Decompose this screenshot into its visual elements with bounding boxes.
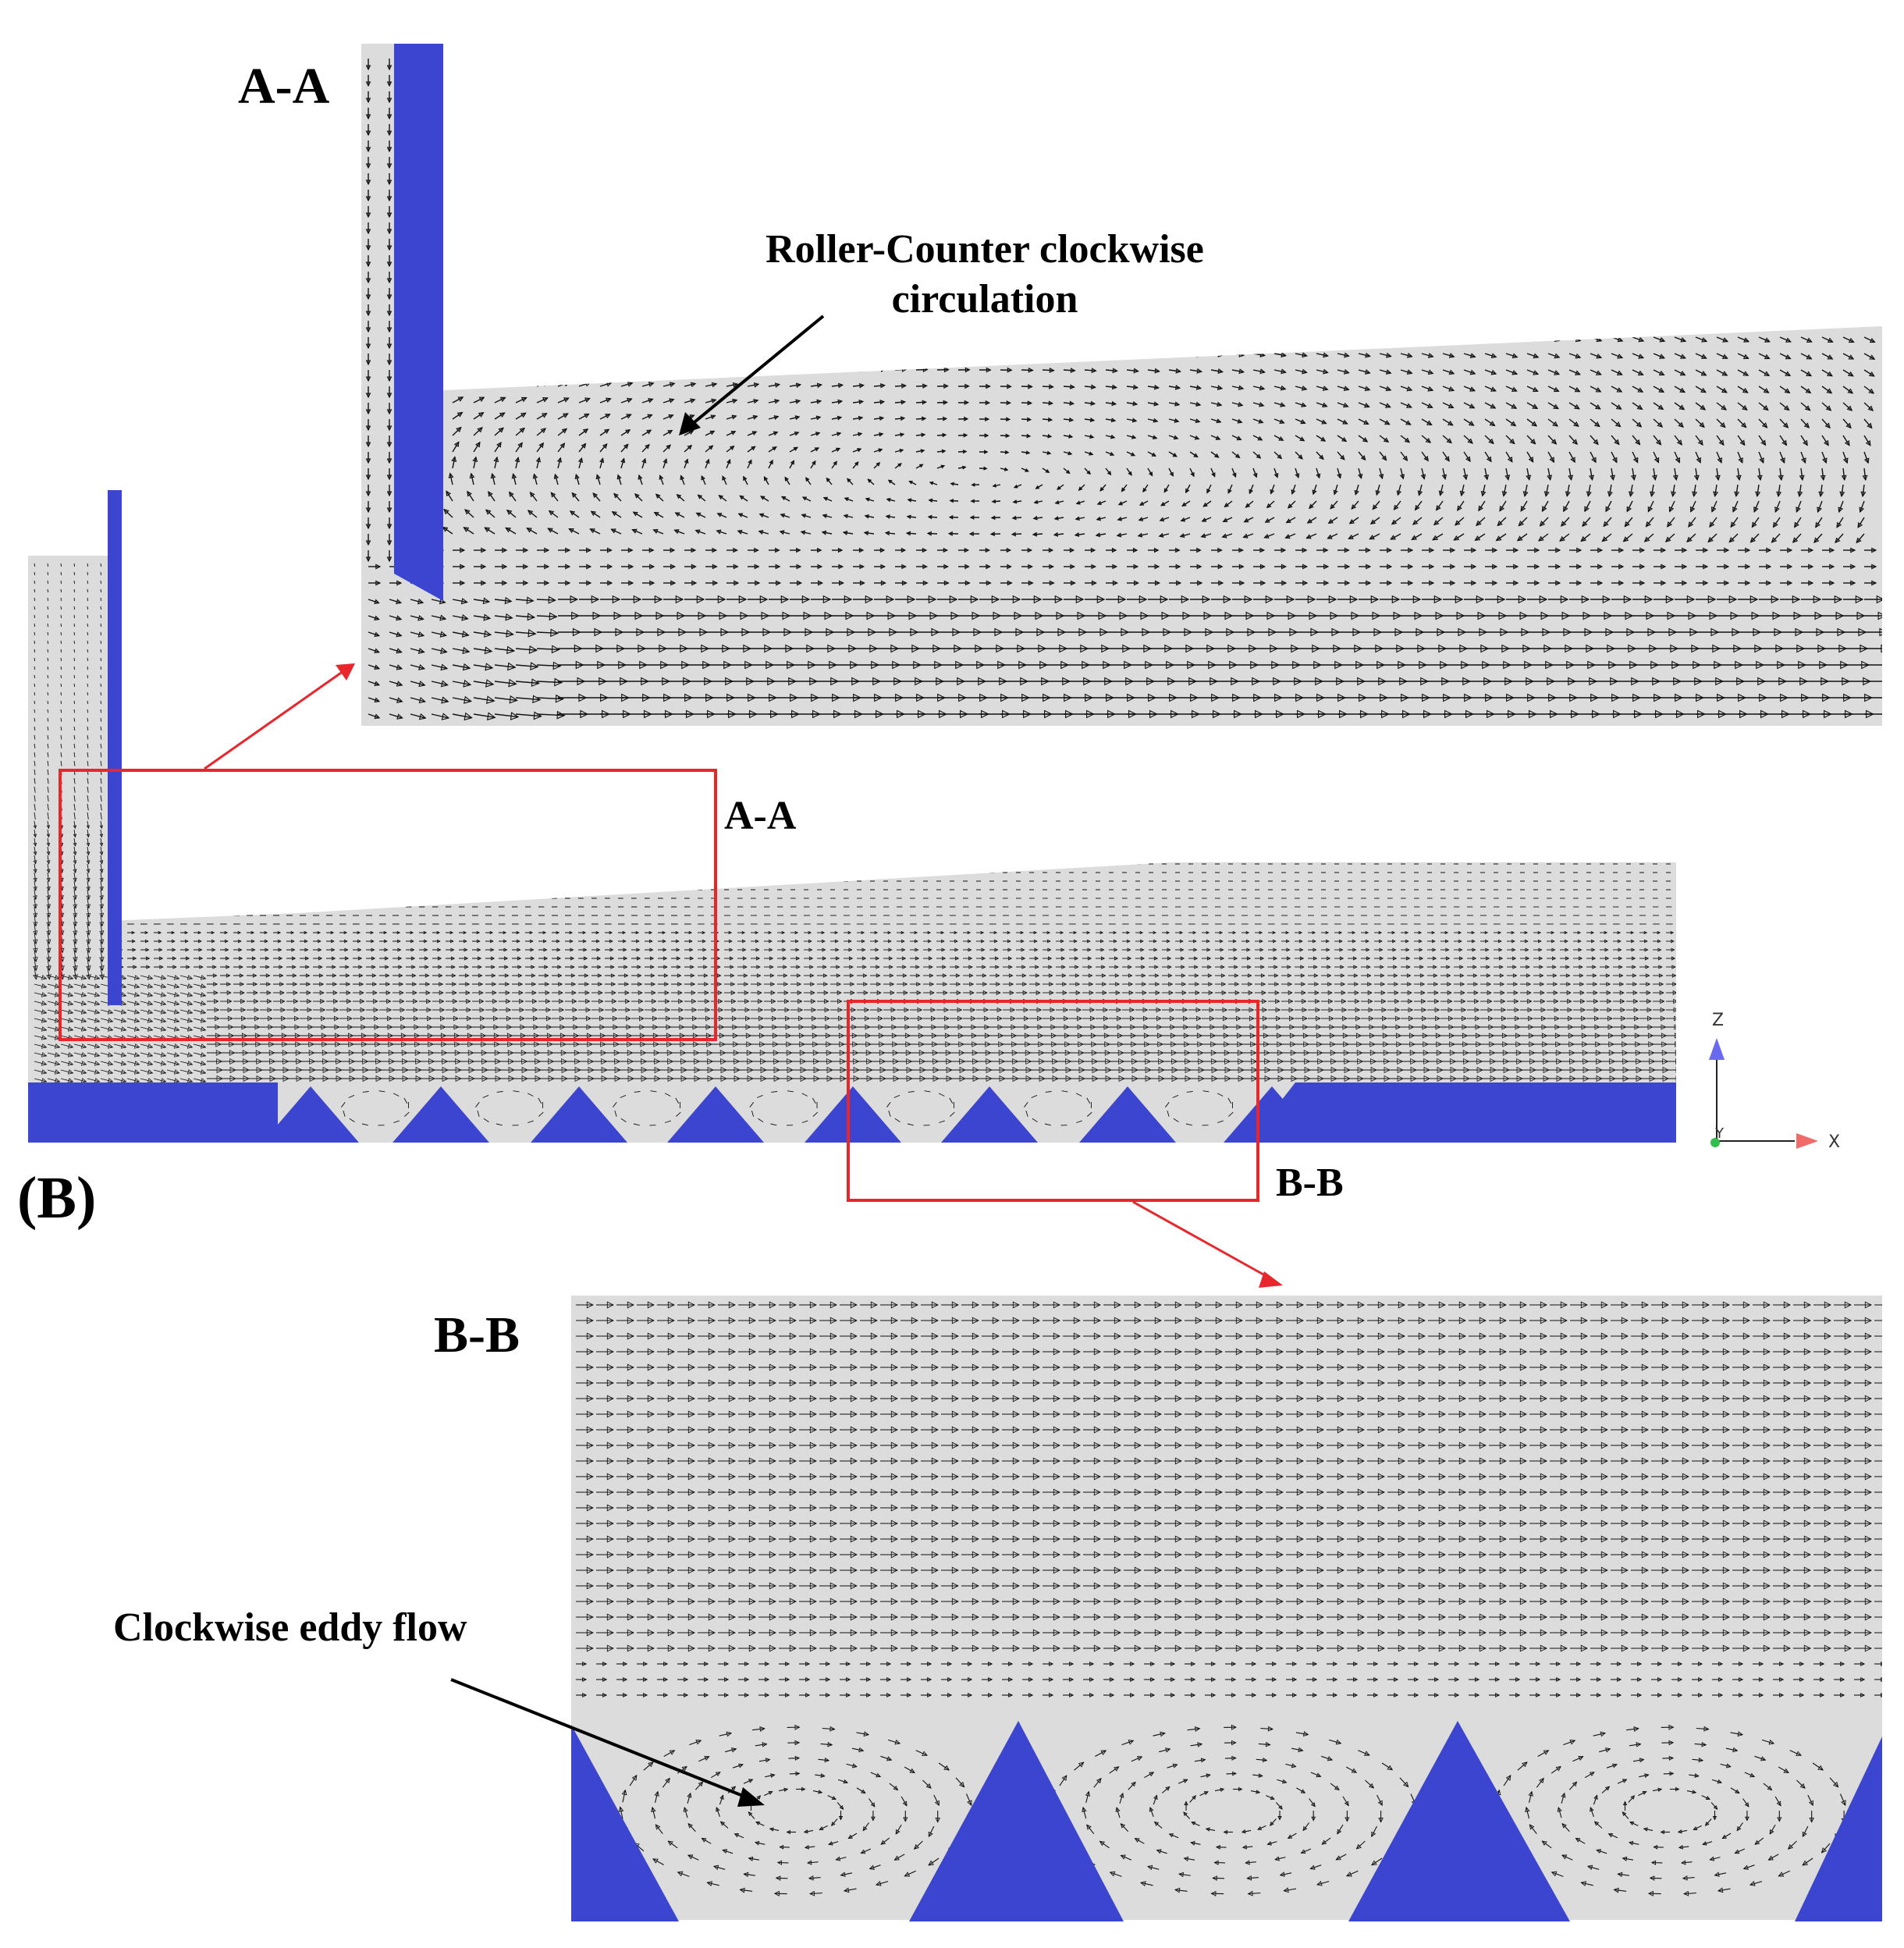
floor-segment: [28, 1082, 278, 1143]
floor-segment: [262, 1086, 359, 1143]
inlet-baffle: [108, 490, 122, 1005]
bb-callout-arrow: [1132, 1200, 1283, 1288]
domain-floor: [28, 1082, 1676, 1143]
z-axis-label: Z: [1712, 1011, 1724, 1030]
bb-tooth: [909, 1721, 1124, 1921]
bb-tooth: [571, 1725, 679, 1921]
bb-zoom-fluid-region: [571, 1296, 1882, 1920]
floor-segment: [941, 1086, 1038, 1143]
x-axis-label: X: [1828, 1132, 1840, 1152]
aa-callout-arrow: [204, 663, 355, 770]
floor-segment: [1295, 1082, 1676, 1143]
bb-zoom-vector-field: [576, 1301, 1882, 1896]
roller-annotation-line2: circulation: [892, 277, 1078, 322]
floor-segment: [1249, 1082, 1295, 1143]
domain-fluid-region: [28, 556, 1676, 1086]
bb-zoom-teeth: [571, 1721, 1882, 1921]
bb-tooth: [1348, 1721, 1570, 1921]
origin-marker: [1710, 1138, 1720, 1147]
bb-section-label: B-B: [1276, 1161, 1344, 1205]
aa-section-label: A-A: [724, 794, 797, 838]
domain-panel: A-A B-B (B) Z Y X: [17, 490, 1840, 1288]
floor-segment: [393, 1086, 489, 1143]
figure-label: (B): [17, 1165, 96, 1231]
aa-zoom-title: A-A: [238, 58, 330, 115]
aa-section-box: [59, 769, 717, 1041]
floor-segment: [805, 1086, 901, 1143]
coordinate-axes: Z Y X: [1709, 1011, 1840, 1152]
aa-zoom-baffle: [394, 44, 443, 601]
eddy-annotation: Clockwise eddy flow: [113, 1605, 467, 1650]
y-axis-label: Y: [1714, 1125, 1725, 1142]
aa-zoom-fluid-region: [361, 44, 1882, 726]
floor-segment: [667, 1086, 764, 1143]
roller-annotation-line1: Roller-Counter clockwise: [766, 227, 1204, 272]
bb-zoom-panel: B-B Clockwise eddy flow: [113, 1296, 1882, 1921]
floor-segment: [531, 1086, 627, 1143]
aa-zoom-panel: A-A Roller-Counter clockwise circulation: [238, 44, 1882, 726]
roller-annotation-arrow: [679, 315, 825, 435]
z-axis-arrowhead: [1709, 1038, 1725, 1060]
bb-section-box: [847, 1000, 1259, 1202]
bb-tooth: [1795, 1736, 1882, 1921]
floor-segment: [1079, 1086, 1176, 1143]
x-axis-arrowhead: [1796, 1133, 1818, 1149]
eddy-annotation-arrow: [450, 1678, 765, 1807]
bb-zoom-title: B-B: [434, 1306, 520, 1363]
